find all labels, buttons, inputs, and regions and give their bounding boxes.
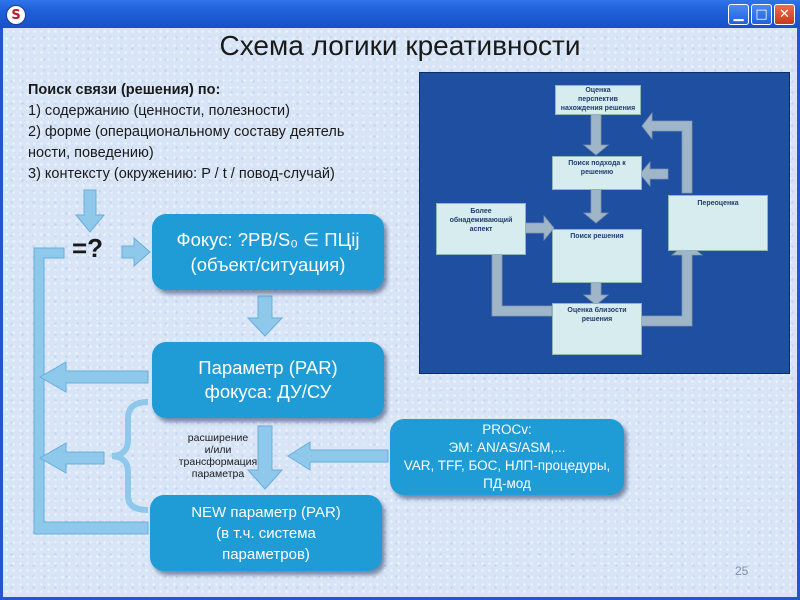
new-param-line2: (в т.ч. система [216,524,316,542]
arrow-param-to-new [246,425,284,490]
diagram-box-search-solution: Поиск решения [552,229,642,283]
diagram-box-generalizing: Более обнадеживающий аспект [436,203,526,255]
proc-line1: PROCv: [482,422,532,437]
arrow-focus-to-param [246,295,284,337]
parameter-box: Параметр (PAR) фокуса: ДУ/СУ [152,342,384,418]
arrow-proc-to-label [287,441,389,471]
diagram-closeness-line1: Оценка близости [567,307,627,314]
close-button[interactable]: ✕ [774,4,795,25]
parameter-box-line1: Параметр (PAR) [198,357,338,378]
arrow-down-to-eq [74,189,106,233]
extension-label: расширение и/или трансформация параметра [168,432,268,480]
extension-line4: параметра [191,468,245,480]
diagram-box-assessment: Оценка перспектив нахождения решения [555,85,641,115]
window-frame-left [0,28,3,600]
proc-line2: ЭМ: AN/AS/ASM,... [448,440,566,455]
new-param-line3: параметров) [222,545,310,563]
diagram-box-closeness: Оценка близости решения [552,303,642,355]
focus-box-line2: (объект/ситуация) [190,254,346,275]
diagram-solution-line1: Поиск решения [570,233,624,240]
focus-box-line1: Фокус: ?PB/S₀ ∈ ПЦij [176,229,360,250]
diagram-box-search-approach: Поиск подхода к решению [552,156,642,190]
diagram-approach-line1: Поиск подхода к [568,160,626,167]
search-heading: Поиск связи (решения) по: [28,82,221,98]
maximize-button[interactable]: □ [751,4,772,25]
search-item-content: 1) содержанию (ценности, полезности) [28,103,290,119]
minimize-button[interactable]: ▁ [728,4,749,25]
diagram-reassessment-line1: Переоценка [697,200,739,207]
app-icon[interactable]: S [6,5,26,25]
extension-line3: трансформация [178,456,258,468]
diagram-generalizing-line3: аспект [469,226,493,233]
cycle-diagram-image: Оценка перспектив нахождения решения Пои… [419,72,790,374]
search-criteria-text: Поиск связи (решения) по: 1) содержанию … [28,80,418,185]
focus-box: Фокус: ?PB/S₀ ∈ ПЦij (объект/ситуация) [152,214,384,290]
procedures-box: PROCv: ЭМ: AN/AS/ASM,... VAR, TFF, БОС, … [390,419,624,495]
arrow-param-left [38,361,149,393]
search-item-form-cont: ности, поведению) [28,145,154,161]
diagram-generalizing-line1: Более [470,208,492,215]
extension-line2: и/или [204,444,232,456]
extension-line1: расширение [187,432,249,444]
diagram-generalizing-line2: обнадеживающий [449,217,513,224]
diagram-assessment-line1: Оценка [585,87,611,94]
slide-title: Схема логики креативности [219,30,581,61]
proc-line3: VAR, TFF, БОС, НЛП-процедуры, [403,458,611,473]
window-frame-right [797,28,800,600]
diagram-assessment-line3: нахождения решения [560,105,636,112]
diagram-box-reassessment: Переоценка [668,195,768,251]
diagram-closeness-line2: решения [581,316,613,323]
new-parameter-box: NEW параметр (PAR) (в т.ч. система парам… [150,495,382,571]
diagram-approach-line2: решению [580,169,614,176]
arrow-eq-to-focus [121,236,151,268]
feedback-loop [33,247,149,535]
arrow-extension-left [38,442,105,474]
search-item-context: 3) контексту (окружению: P / t / повод-с… [28,166,335,182]
equivalence-symbol: =? [72,233,104,263]
cycle-diagram-arrows [480,111,704,327]
search-item-form: 2) форме (операциональному составу деяте… [28,124,345,140]
extension-brace [111,399,149,513]
window-frame-bottom [0,597,800,600]
page-number: 25 [735,564,749,578]
proc-line4: ПД-мод [483,476,531,491]
diagram-assessment-line2: перспектив [578,96,618,103]
parameter-box-line2: фокуса: ДУ/СУ [204,381,332,402]
new-param-line1: NEW параметр (PAR) [191,503,341,521]
